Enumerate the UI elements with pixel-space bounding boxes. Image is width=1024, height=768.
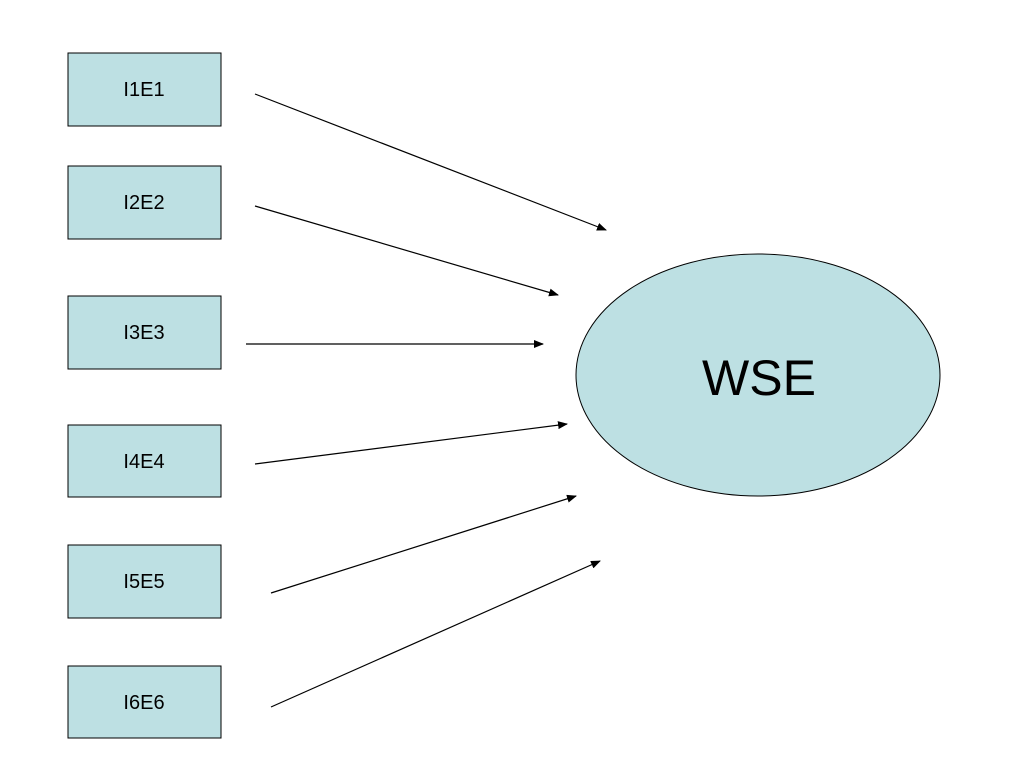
indicator-box-i2e2: I2E2 — [67, 165, 222, 240]
box-label: I1E1 — [123, 79, 164, 101]
box-shape — [67, 544, 222, 619]
box-shape — [67, 165, 222, 240]
box-shape — [67, 665, 222, 739]
box-shape — [67, 424, 222, 498]
box-label: I6E6 — [123, 692, 164, 714]
box-shape — [67, 52, 222, 127]
latent-label: WSE — [702, 350, 816, 406]
edge-i2e2-to-wse — [254, 205, 559, 297]
box-label: I4E4 — [123, 451, 164, 473]
indicator-boxes: I1E1 I2E2 I3E3 I4E4 I5E5 I6E6 — [67, 52, 222, 739]
edge-i6e6-to-wse — [270, 560, 601, 708]
indicator-box-i1e1: I1E1 — [67, 52, 222, 127]
edge-i1e1-to-wse — [254, 93, 607, 231]
edge-i5e5-to-wse — [270, 494, 577, 594]
edges — [246, 93, 607, 708]
latent-node-wse: WSE — [575, 253, 941, 497]
indicator-box-i4e4: I4E4 — [67, 424, 222, 498]
latent-ellipse — [575, 253, 941, 497]
box-label: I2E2 — [123, 192, 164, 214]
indicator-box-i6e6: I6E6 — [67, 665, 222, 739]
edge-i4e4-to-wse — [254, 421, 568, 465]
box-shape — [67, 295, 222, 370]
indicator-box-i3e3: I3E3 — [67, 295, 222, 370]
box-label: I5E5 — [123, 571, 164, 593]
box-label: I3E3 — [123, 322, 164, 344]
indicator-box-i5e5: I5E5 — [67, 544, 222, 619]
